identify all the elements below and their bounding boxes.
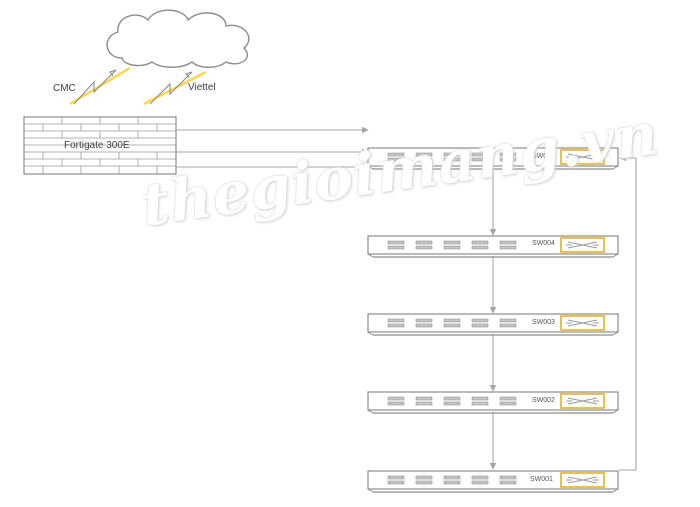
viettel-lightning-icon xyxy=(143,70,207,106)
internet-cloud-icon xyxy=(106,9,250,68)
switch-sw003 xyxy=(367,313,619,336)
uplink-port-icon xyxy=(560,237,605,253)
cmc-lightning-icon xyxy=(69,66,131,106)
switch-sw001 xyxy=(367,470,619,493)
port-group-icon xyxy=(415,318,433,328)
port-group-icon xyxy=(443,396,461,406)
port-group-icon xyxy=(415,475,433,485)
switch-label-sw003: SW003 xyxy=(532,319,555,326)
port-group-icon xyxy=(471,152,489,162)
port-group-icon xyxy=(387,396,405,406)
port-group-icon xyxy=(471,396,489,406)
port-group-icon xyxy=(471,240,489,250)
switch-sw005 xyxy=(367,147,619,170)
switch-label-sw004: SW004 xyxy=(532,240,555,247)
uplink-port-icon xyxy=(560,393,605,409)
port-group-icon xyxy=(443,318,461,328)
switch-sw002 xyxy=(367,391,619,414)
firewall-icon xyxy=(23,116,177,175)
uplink-port-icon xyxy=(560,472,605,488)
port-group-icon xyxy=(387,318,405,328)
switch-label-sw002: SW002 xyxy=(532,397,555,404)
firewall-links xyxy=(176,126,369,171)
port-group-icon xyxy=(499,240,517,250)
port-group-icon xyxy=(471,318,489,328)
port-group-icon xyxy=(415,396,433,406)
port-group-icon xyxy=(499,318,517,328)
switch-layer xyxy=(367,147,619,493)
port-group-icon xyxy=(443,152,461,162)
isp-label-viettel: Viettel xyxy=(188,82,216,93)
port-group-icon xyxy=(415,240,433,250)
uplink-port-icon xyxy=(560,149,605,165)
port-group-icon xyxy=(387,152,405,162)
port-group-icon xyxy=(415,152,433,162)
uplink-port-icon xyxy=(560,315,605,331)
port-group-icon xyxy=(443,475,461,485)
port-group-icon xyxy=(499,152,517,162)
isp-label-cmc: CMC xyxy=(53,83,76,94)
switch-label-sw001: SW001 xyxy=(530,476,553,483)
link-sw001-sw005-return xyxy=(619,154,637,471)
switch-links xyxy=(489,154,637,471)
firewall-label: Fortigate 300E xyxy=(64,140,130,151)
port-group-icon xyxy=(387,475,405,485)
switch-sw004 xyxy=(367,235,619,258)
switch-label-sw005: SW005 xyxy=(532,153,555,160)
port-group-icon xyxy=(499,396,517,406)
port-group-icon xyxy=(499,475,517,485)
port-group-icon xyxy=(471,475,489,485)
port-group-icon xyxy=(387,240,405,250)
port-group-icon xyxy=(443,240,461,250)
